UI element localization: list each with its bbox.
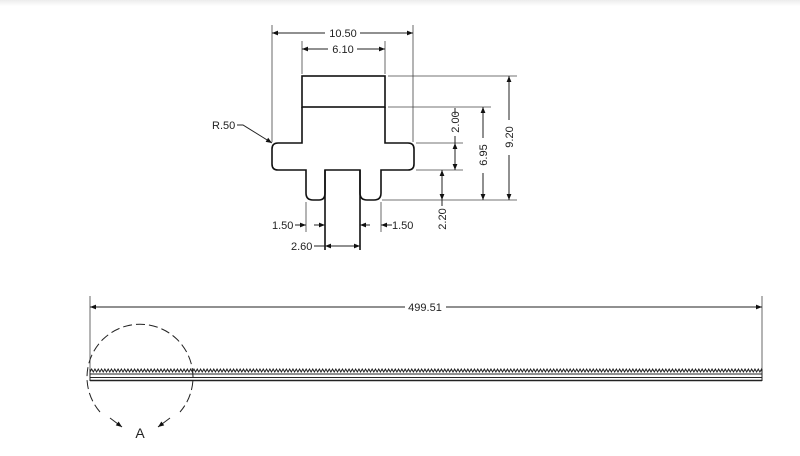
- detail-label: A: [135, 425, 145, 441]
- dim-text: 499.51: [408, 302, 442, 314]
- dim-text: 6.10: [332, 44, 353, 56]
- dim-leg-height: 2.20: [437, 170, 449, 230]
- detail-circle: [86, 323, 194, 413]
- dim-overall-length: 499.51: [89, 296, 763, 381]
- dim-flange-height: 2.00: [450, 108, 462, 170]
- dim-text: 2.00: [450, 111, 462, 132]
- rack-side-view: [89, 367, 763, 382]
- dim-lower-height: 6.95: [478, 107, 490, 200]
- dim-text: 2.20: [437, 208, 449, 229]
- dim-text: 6.95: [478, 144, 490, 165]
- dim-text: R.50: [212, 120, 235, 132]
- dim-overall-width: 10.50: [272, 28, 413, 40]
- dim-leg-width-right: 1.50: [360, 220, 413, 232]
- dim-top-width: 6.10: [302, 44, 385, 56]
- dim-text: 1.50: [272, 220, 293, 232]
- dim-text: 2.60: [291, 241, 312, 253]
- top-cap: [301, 75, 386, 108]
- profile-body: [271, 107, 415, 201]
- profile-extension-lines: [271, 25, 517, 232]
- profile-outline: [271, 75, 415, 250]
- dim-text: 1.50: [392, 220, 413, 232]
- top-band: [0, 0, 800, 6]
- dim-radius: R.50: [212, 120, 273, 144]
- dim-overall-height: 9.20: [504, 76, 516, 200]
- dim-slot-width: 2.60: [291, 241, 360, 253]
- rack-teeth: [89, 367, 763, 374]
- dim-text: 10.50: [329, 28, 357, 40]
- dim-leg-width-left: 1.50: [272, 220, 325, 232]
- detail-a-callout: A: [86, 323, 194, 441]
- dim-text: 9.20: [504, 126, 516, 147]
